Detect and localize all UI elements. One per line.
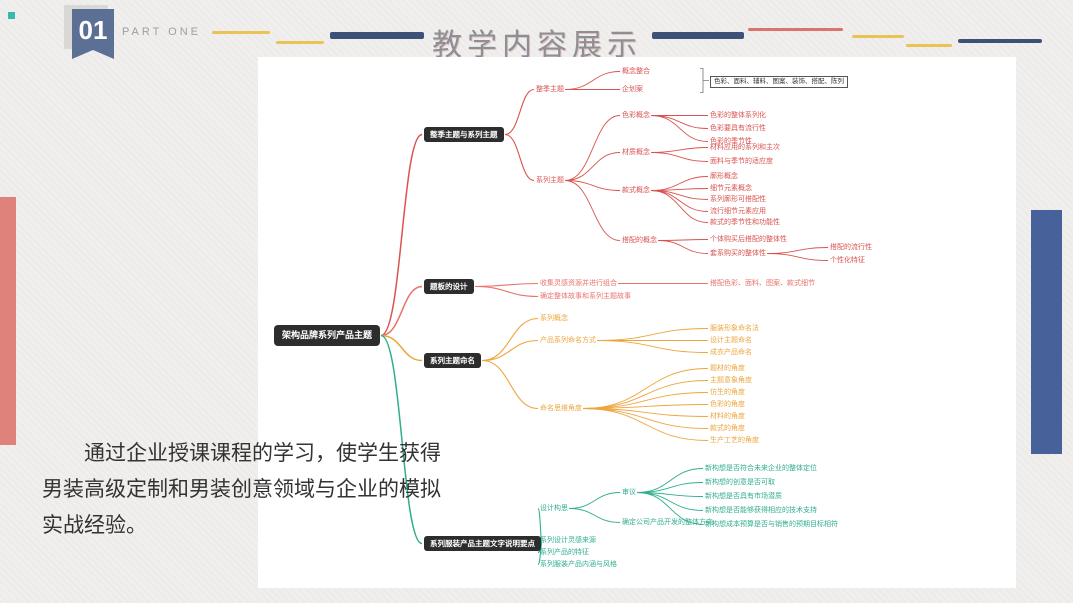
mindmap-node-30: 搭配色彩、面料、图案、款式细节 xyxy=(710,280,815,287)
mindmap-node-14: 色彩的整体系列化 xyxy=(710,112,766,119)
mindmap-node-n32: 产品系列命名方式 xyxy=(540,337,596,344)
mindmap-node-b2: 题板的设计 xyxy=(424,279,474,294)
mindmap-node-n111: 概念整合 xyxy=(622,68,650,75)
mindmap-node-27: 个性化特征 xyxy=(830,257,865,264)
deco-dash-navy-right xyxy=(652,32,744,39)
mindmap-node-35: 设计主题命名 xyxy=(710,337,752,344)
mindmap-node-26: 搭配的流行性 xyxy=(830,244,872,251)
mindmap-node-38: 主题意象角度 xyxy=(710,377,752,384)
mindmap-node-n123: 款式概念 xyxy=(622,187,650,194)
mindmap-node-n121: 色彩概念 xyxy=(622,112,650,119)
mindmap-node-24: 个体购买后搭配的整体性 xyxy=(710,236,787,243)
mindmap-node-47: 系列服装产品内涵与风格 xyxy=(540,561,617,568)
summary-text: 通过企业授课课程的学习，使学生获得男装高级定制和男装创意领域与企业的模拟实战经验… xyxy=(42,442,441,537)
mindmap-node-15: 色彩要具有流行性 xyxy=(710,125,766,132)
mindmap-node-51: 新构想的创意是否可取 xyxy=(705,479,775,486)
mindmap-node-19: 廓形概念 xyxy=(710,173,738,180)
mindmap-node-46: 系列产品的特征 xyxy=(540,549,589,556)
mindmap-node-36: 成衣产品命名 xyxy=(710,349,752,356)
teal-corner-accent xyxy=(8,12,15,19)
mindmap-node-22: 流行细节元素应用 xyxy=(710,208,766,215)
part-number: 01 xyxy=(78,15,108,45)
left-accent-bar xyxy=(0,197,16,445)
mindmap-node-42: 款式的角度 xyxy=(710,425,745,432)
mindmap-node-17: 材料应用的系列和主次 xyxy=(710,144,780,151)
mindmap-node-50: 新构想是否符合未来企业的整体定位 xyxy=(705,465,817,472)
mindmap-node-n11: 整季主题 xyxy=(536,86,564,93)
deco-dash-yellow-left-1 xyxy=(212,31,270,34)
mindmap-node-n411: 审议 xyxy=(622,489,636,496)
mindmap-node-n124: 搭配的概念 xyxy=(622,237,657,244)
mindmap-node-37: 题材的角度 xyxy=(710,365,745,372)
mindmap-node-b1: 整季主题与系列主题 xyxy=(424,127,504,142)
right-accent-bar xyxy=(1031,210,1062,454)
mindmap-node-31: 系列概念 xyxy=(540,315,568,322)
mindmap-node-41: 材料的角度 xyxy=(710,413,745,420)
mindmap-node-54: 新构想成本预算是否与销售的预期目标相符 xyxy=(705,521,838,528)
mindmap-node-b4: 系列服装产品主题文字说明要点 xyxy=(424,536,541,551)
mindmap-node-53: 新构想是否能够获得相应的技术支持 xyxy=(705,507,817,514)
mindmap-node-18: 面料与季节的适应度 xyxy=(710,158,773,165)
mindmap-node-n1242: 套系购买的整体性 xyxy=(710,250,766,257)
mindmap-node-n41: 设计构思 xyxy=(540,505,568,512)
deco-dash-navy-right-2 xyxy=(958,39,1042,43)
mindmap-node-n21: 收集灵感资源并进行组合 xyxy=(540,280,617,287)
mindmap-node-n12: 系列主题 xyxy=(536,177,564,184)
mindmap-node-52: 新构想是否具有市场潜质 xyxy=(705,493,782,500)
mindmap-node-b3: 系列主题命名 xyxy=(424,353,481,368)
mindmap-node-29: 确定整体故事和系列主题故事 xyxy=(540,293,631,300)
part-label: PART ONE xyxy=(122,26,202,38)
mindmap-node-40: 色彩的角度 xyxy=(710,401,745,408)
mindmap-node-49: 确定公司产品开发的整体方向 xyxy=(622,519,713,526)
mindmap-node-39: 仿生的角度 xyxy=(710,389,745,396)
mindmap-nodes-layer: 架构品牌系列产品主题 整季主题与系列主题题板的设计系列主题命名系列服装产品主题文字… xyxy=(258,57,1016,588)
mindmap-node-45: 系列设计灵感来源 xyxy=(540,537,596,544)
mindmap-node-34: 服装形象命名法 xyxy=(710,325,759,332)
mindmap-node-20: 细节元素概念 xyxy=(710,185,752,192)
mindmap-node-n113: 色彩、面料、辅料、图案、装饰、搭配、陈列 xyxy=(710,76,848,88)
deco-dash-red-right xyxy=(748,28,843,31)
mindmap-node-16: 色彩的季节性 xyxy=(710,138,752,145)
mindmap-node-43: 生产工艺的角度 xyxy=(710,437,759,444)
mindmap-node-23: 款式的季节性和功能性 xyxy=(710,219,780,226)
deco-dash-navy-left xyxy=(330,32,424,39)
deco-dash-yellow-right-2 xyxy=(906,44,952,47)
mindmap-node-21: 系列廓形可搭配性 xyxy=(710,196,766,203)
mindmap-node-root: 架构品牌系列产品主题 xyxy=(274,325,381,346)
mindmap-node-n33: 命名思维角度 xyxy=(540,405,582,412)
mindmap-node-n122: 材质概念 xyxy=(622,149,650,156)
part-number-badge: 01 xyxy=(72,9,114,59)
page-title: 教学内容展示 xyxy=(432,29,642,62)
mindmap-node-n112: 企划案 xyxy=(622,86,643,93)
deco-dash-yellow-right-1 xyxy=(852,35,904,38)
deco-dash-yellow-left-2 xyxy=(276,41,324,44)
